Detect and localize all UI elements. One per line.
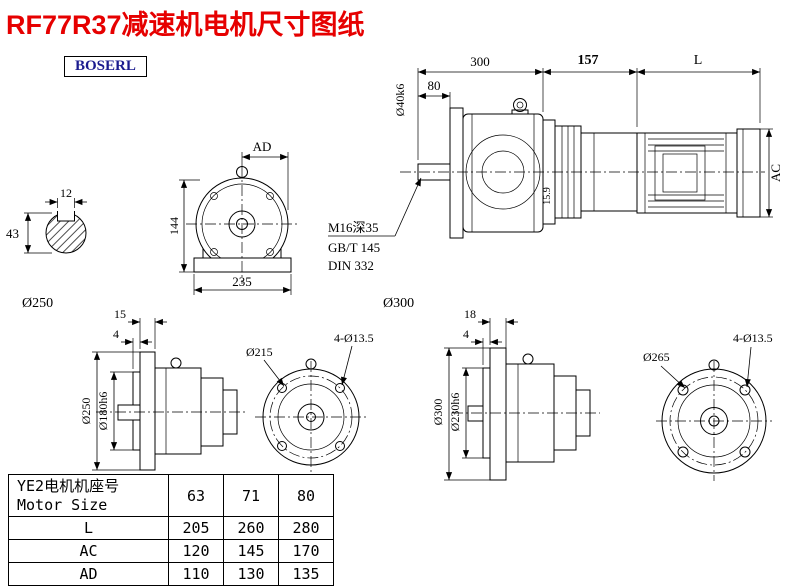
gearbox-foot	[193, 257, 292, 273]
AC-71: 145	[223, 539, 279, 563]
table-row-AC: AC 120 145 170	[8, 539, 334, 563]
size-71: 71	[223, 474, 279, 517]
drawing-canvas: 300 157 L 80 Ø40k6 15.9	[6, 53, 783, 481]
flange-plate-250	[139, 351, 156, 471]
size-63: 63	[168, 474, 224, 517]
dim-spigot-dia-180: Ø180h6	[96, 392, 110, 431]
dim-shaft-height: 43	[6, 226, 19, 241]
row-label-AD: AD	[8, 562, 169, 586]
AD-63: 110	[168, 562, 224, 586]
thread-note: M16深35	[328, 220, 379, 235]
AC-63: 120	[168, 539, 224, 563]
keyway-slot	[57, 211, 75, 222]
row-label-AC: AC	[8, 539, 169, 563]
dim-spigot-dia-230: Ø230h6	[448, 393, 462, 432]
AD-71: 130	[223, 562, 279, 586]
label-bolt-circle-215: Ø215	[246, 345, 273, 359]
table-header-en: Motor Size	[17, 495, 108, 514]
shaft-stub-250	[117, 404, 141, 421]
label-bolt-holes-250: 4-Ø13.5	[334, 331, 374, 345]
gearbox-front-flange	[449, 107, 464, 239]
table-row-AD: AD 110 130 135	[8, 562, 334, 586]
flange300-side-view: Ø300 Ø230h6 18 4	[431, 307, 600, 481]
lifting-eye	[513, 98, 527, 112]
L-80: 280	[278, 516, 334, 540]
shaft-diameter-label: Ø40k6	[393, 84, 407, 117]
dim-300: 300	[470, 54, 490, 69]
AD-80: 135	[278, 562, 334, 586]
size-80: 80	[278, 474, 334, 517]
dim-4-250: 4	[113, 327, 119, 341]
dim-18: 18	[464, 307, 476, 321]
dim-key-width: 12	[60, 186, 72, 200]
motor-size-table: YE2电机机座号 Motor Size 63 71 80 L 205 260 2…	[8, 474, 334, 586]
dim-80: 80	[428, 78, 441, 93]
brand-logo: BOSERL	[64, 56, 147, 77]
dim-157: 157	[578, 53, 599, 68]
thread-standard-gb: GB/T 145	[328, 240, 380, 255]
dim-flange-dia-300: Ø300	[431, 399, 445, 426]
dim-AD: AD	[253, 139, 272, 154]
dim-L: L	[694, 53, 703, 68]
fan-cover	[736, 128, 761, 218]
row-label-L: L	[8, 516, 169, 540]
table-header-cell: YE2电机机座号 Motor Size	[8, 474, 169, 517]
label-bolt-circle-265: Ø265	[643, 350, 670, 364]
lifting-eye-250	[170, 357, 182, 369]
page-title: RF77R37减速机电机尺寸图纸	[6, 10, 365, 40]
gearbox-front-view: AD 144 235	[167, 139, 300, 295]
gearbox-housing	[462, 113, 544, 233]
main-assembly-view: 300 157 L 80 Ø40k6 15.9	[328, 53, 783, 273]
dim-4-300: 4	[463, 327, 469, 341]
table-header-cn: YE2电机机座号	[17, 476, 120, 495]
flange250-front-view: 4-Ø13.5 Ø215	[246, 331, 374, 473]
flange300-front-view: 4-Ø13.5 Ø265	[643, 331, 773, 481]
dim-AC: AC	[768, 164, 783, 182]
dim-15: 15	[114, 307, 126, 321]
thread-standard-din: DIN 332	[328, 258, 374, 273]
label-flange-250: Ø250	[22, 296, 53, 311]
label-flange-300: Ø300	[383, 296, 414, 311]
shaft-stub-300	[467, 405, 484, 422]
lifting-eye-300	[522, 353, 534, 365]
AC-80: 170	[278, 539, 334, 563]
label-bolt-holes-300: 4-Ø13.5	[733, 331, 773, 345]
dim-flange-dia-250: Ø250	[79, 398, 93, 425]
table-header-row: YE2电机机座号 Motor Size 63 71 80	[8, 474, 334, 517]
L-71: 260	[223, 516, 279, 540]
dim-15-9: 15.9	[542, 187, 553, 205]
shaft-section-view: 12 43	[6, 186, 87, 254]
flange250-side-view: Ø250 Ø180h6 15 4	[79, 307, 246, 471]
flange-plate-300	[489, 347, 507, 481]
dim-144: 144	[167, 217, 181, 235]
L-63: 205	[168, 516, 224, 540]
table-row-L: L 205 260 280	[8, 516, 334, 540]
